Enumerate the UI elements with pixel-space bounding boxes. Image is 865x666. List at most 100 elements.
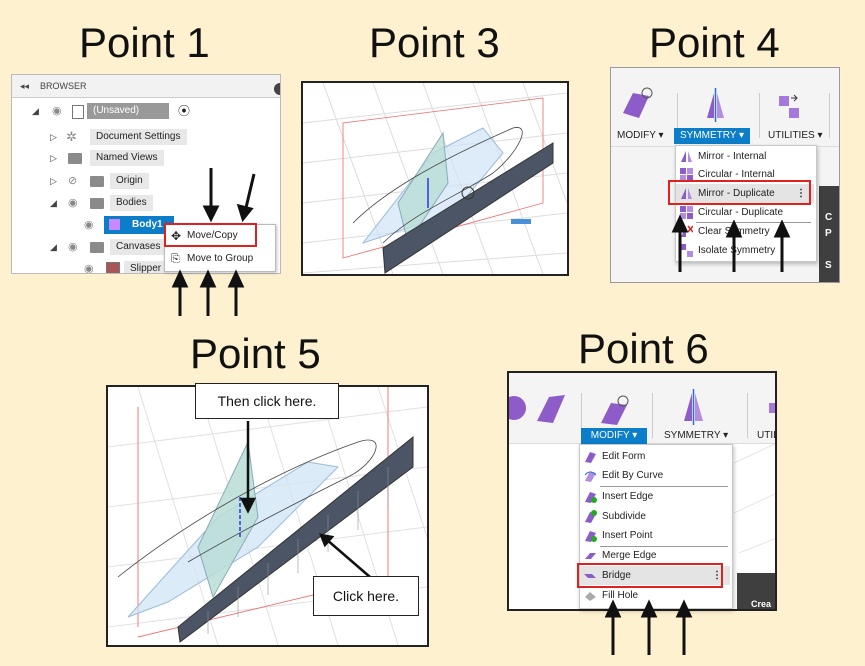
move-manipulator <box>461 186 475 200</box>
utilities-icon <box>779 94 799 118</box>
menu-divider <box>696 222 811 223</box>
selected-plane <box>197 440 259 599</box>
menu-item-label: Clear Symmetry <box>698 226 770 237</box>
browser-item-label: Document Settings <box>90 129 187 145</box>
heading-point-6: Point 6 <box>578 325 709 372</box>
context-menu: ✥ Move/Copy ⎘ Move to Group <box>164 224 276 272</box>
menu-item-isolate-symmetry[interactable]: Isolate Symmetry <box>676 241 814 260</box>
viewport-point-3[interactable] <box>301 81 569 276</box>
modify-icon <box>623 87 653 118</box>
menu-item-mirror-duplicate[interactable]: Mirror - Duplicate ⋮ <box>676 184 814 203</box>
canvas-image-icon <box>106 262 120 273</box>
folder-icon <box>68 153 82 164</box>
menu-item-circular-duplicate[interactable]: Circular - Duplicate <box>676 203 814 222</box>
modify-dropdown: Edit Form Edit By Curve Insert Edge Subd… <box>579 444 733 609</box>
circular-duplicate-icon <box>680 206 693 219</box>
eye-hidden-icon[interactable]: ⊘ <box>68 175 78 187</box>
utilities-menu-button[interactable]: UTIL <box>757 430 777 441</box>
radio-icon[interactable]: ⦿ <box>178 104 191 118</box>
menu-item-label: Insert Point <box>602 530 653 541</box>
menu-item-label: Mirror - Internal <box>698 151 767 162</box>
expand-triangle-icon[interactable]: ◢ <box>50 242 57 252</box>
scroll-indicator[interactable] <box>274 83 280 95</box>
highlight-box <box>668 180 811 205</box>
menu-item-move-copy[interactable]: ✥ Move/Copy <box>165 225 297 247</box>
heading-point-4: Point 4 <box>649 19 780 66</box>
utilities-menu-button[interactable]: UTILITIES ▾ <box>768 130 823 141</box>
expand-triangle-icon[interactable]: ▷ <box>50 176 57 186</box>
circular-internal-icon <box>680 168 693 181</box>
slipper-outline <box>117 439 377 578</box>
face-icon <box>537 395 565 423</box>
menu-item-label: Edit Form <box>602 451 646 462</box>
more-options-icon[interactable]: ⋮ <box>796 188 806 199</box>
body-icon <box>104 216 174 234</box>
bridge-icon <box>584 574 596 578</box>
expand-triangle-icon[interactable]: ◢ <box>32 106 39 116</box>
eye-icon[interactable]: ◉ <box>68 197 78 209</box>
insert-edge-icon <box>585 492 597 503</box>
browser-root-row[interactable]: ◢ ◉ (Unsaved) ⦿ <box>32 101 272 121</box>
gear-icon: ✲ <box>66 129 77 144</box>
heading-point-3: Point 3 <box>369 19 500 66</box>
modify-icon <box>601 395 629 425</box>
clear-symmetry-icon <box>681 225 693 237</box>
menu-item-label: Fill Hole <box>602 590 639 601</box>
browser-title: BROWSER <box>40 81 87 91</box>
browser-item-label: Origin <box>110 173 149 189</box>
symmetry-menu-button[interactable]: SYMMETRY ▾ <box>674 128 750 144</box>
modify-menu-button[interactable]: MODIFY ▾ <box>581 428 647 444</box>
menu-item-label: Mirror - Duplicate <box>698 188 775 199</box>
menu-divider <box>600 546 728 547</box>
collapse-icon[interactable]: ◂◂ <box>20 81 30 91</box>
menu-item-edit-form[interactable]: Edit Form <box>580 447 730 466</box>
menu-item-mirror-internal[interactable]: Mirror - Internal <box>676 147 814 166</box>
subdivide-icon <box>585 510 597 523</box>
toolbar-divider <box>759 93 760 138</box>
menu-divider <box>600 486 728 487</box>
edit-by-curve-icon <box>584 471 597 482</box>
menu-item-label: Insert Edge <box>602 491 654 502</box>
body-cube-icon <box>109 219 120 230</box>
eye-icon[interactable]: ◉ <box>52 105 62 117</box>
expand-triangle-icon[interactable]: ▷ <box>50 153 57 163</box>
symmetry-icon <box>707 88 724 122</box>
menu-item-edit-by-curve[interactable]: Edit By Curve <box>580 466 730 485</box>
menu-item-label: Move to Group <box>187 253 254 264</box>
more-options-icon[interactable]: ⋮ <box>712 570 722 581</box>
folder-icon <box>90 176 104 187</box>
menu-item-insert-point[interactable]: Insert Point <box>580 526 730 545</box>
value-input-box <box>511 219 531 224</box>
folder-icon <box>90 198 104 209</box>
symmetry-icon <box>684 389 703 425</box>
body-edges <box>207 467 389 634</box>
menu-item-insert-edge[interactable]: Insert Edge <box>580 487 730 506</box>
menu-item-label: Edit By Curve <box>602 470 664 481</box>
heading-point-1: Point 1 <box>79 19 210 66</box>
menu-item-bridge[interactable]: Bridge ⋮ <box>580 566 730 585</box>
component-icon <box>72 105 84 119</box>
heading-point-5: Point 5 <box>190 330 321 377</box>
menu-item-label: Bridge <box>602 570 631 581</box>
toolbar-divider <box>677 93 678 138</box>
viewport-canvas <box>303 83 567 274</box>
merge-edge-icon <box>585 553 596 559</box>
browser-header: ◂◂ BROWSER <box>12 75 280 98</box>
menu-item-circular-internal[interactable]: Circular - Internal <box>676 165 814 184</box>
modify-menu-button[interactable]: MODIFY ▾ <box>617 130 664 141</box>
menu-item-fill-hole[interactable]: Fill Hole <box>580 586 730 605</box>
eye-icon[interactable]: ◉ <box>84 263 94 274</box>
slipper-outline <box>352 127 523 244</box>
menu-item-move-to-group[interactable]: ⎘ Move to Group <box>165 248 297 270</box>
eye-icon[interactable]: ◉ <box>68 241 78 253</box>
menu-item-subdivide[interactable]: Subdivide <box>580 507 730 526</box>
toolbar-divider <box>652 393 653 438</box>
eye-icon[interactable]: ◉ <box>84 219 94 231</box>
sketch-plane-outline <box>342 97 544 259</box>
toolbar-divider <box>581 393 582 438</box>
menu-item-merge-edge[interactable]: Merge Edge <box>580 546 730 565</box>
symmetry-menu-button[interactable]: SYMMETRY ▾ <box>664 430 729 441</box>
menu-item-clear-symmetry[interactable]: Clear Symmetry <box>676 222 814 241</box>
expand-triangle-icon[interactable]: ◢ <box>50 198 57 208</box>
expand-triangle-icon[interactable]: ▷ <box>50 132 57 142</box>
